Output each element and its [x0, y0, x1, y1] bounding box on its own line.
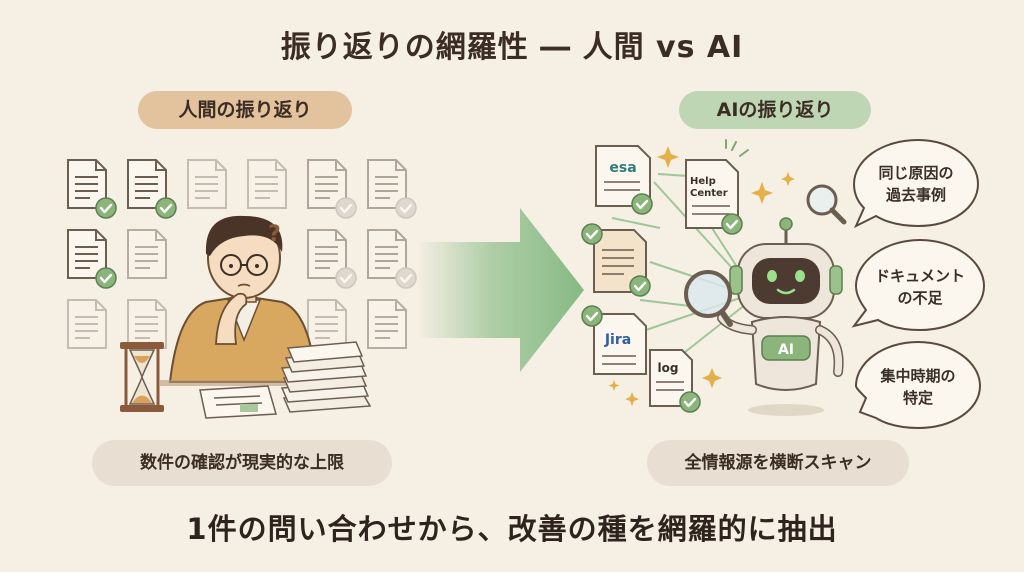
unchecked-document-icon	[307, 229, 358, 290]
source-label: log	[658, 361, 679, 375]
question-mark-icon: ?	[268, 222, 281, 247]
esa-source-document: esa	[595, 145, 654, 216]
source-label: esa	[609, 160, 636, 176]
ai-robot-illustration: AI	[684, 217, 844, 416]
unchecked-document-icon	[127, 229, 167, 279]
thinking-person-illustration: ?	[160, 215, 340, 419]
unchecked-document-icon	[367, 229, 418, 290]
bubble-line: 特定	[903, 389, 933, 407]
hourglass-icon	[120, 342, 164, 412]
bubble-line: 過去事例	[885, 186, 946, 204]
source-label: Center	[690, 188, 728, 199]
human-heading-pill: 人間の振り返り	[138, 91, 352, 129]
page-title: 振り返りの網羅性 ― 人間 vs AI	[280, 30, 744, 65]
help-center-source-document: Help Center	[685, 159, 744, 236]
bubble-line: 集中時期の	[879, 367, 955, 385]
unchecked-document-icon	[307, 299, 347, 349]
checked-document-icon	[67, 229, 118, 290]
jira-source-document: Jira	[580, 304, 647, 375]
human-caption: 数件の確認が現実的な上限	[92, 440, 392, 486]
speech-bubble: ドキュメント の不足	[851, 238, 986, 332]
speech-bubble: 集中時期の 特定	[854, 340, 982, 430]
sparkle-lines-icon	[725, 139, 749, 157]
checked-document-icon	[67, 159, 118, 220]
robot-badge: AI	[778, 342, 794, 358]
unchecked-document-icon	[367, 159, 418, 220]
speech-bubble: 同じ原因の 過去事例	[852, 138, 980, 229]
checked-document-icon	[127, 159, 178, 220]
bubble-line: の不足	[897, 289, 943, 307]
document-source	[580, 222, 652, 298]
paper-stack-icon	[280, 341, 372, 413]
unchecked-document-icon	[247, 159, 287, 209]
unchecked-document-icon	[127, 299, 167, 349]
log-source-document: log	[649, 349, 702, 414]
unchecked-document-icon	[187, 159, 227, 209]
magnifier-icon	[806, 184, 847, 225]
transition-arrow-icon	[416, 208, 584, 372]
unchecked-document-icon	[367, 299, 407, 349]
bubble-line: 同じ原因の	[878, 164, 953, 182]
footer-summary: 1件の問い合わせから、改善の種を網羅的に抽出	[186, 512, 838, 546]
unchecked-document-icon	[307, 159, 358, 220]
unchecked-document-icon	[67, 299, 107, 349]
source-label: Help	[690, 176, 716, 187]
sparkle-icon	[608, 146, 795, 406]
ai-caption: 全情報源を横断スキャン	[647, 440, 909, 486]
ai-heading-pill: AIの振り返り	[679, 91, 871, 129]
source-label: Jira	[604, 332, 631, 348]
bubble-line: ドキュメント	[875, 267, 965, 285]
